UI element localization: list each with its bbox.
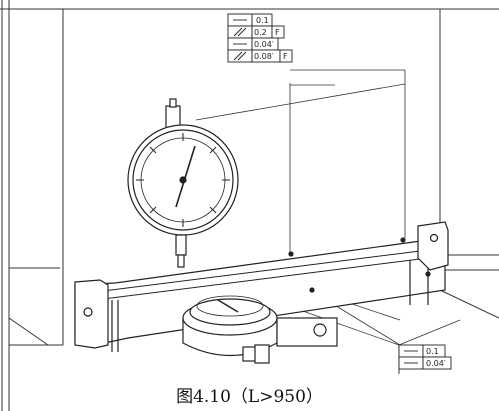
fcf-top-row4-value: 0.08′ [254, 52, 274, 61]
fcf-bottom-row2-value: 0.04′ [426, 359, 446, 368]
fcf-top-row3-value: 0.04′ [254, 40, 274, 49]
tolerance-block-bottom: 0.1 0.04′ [398, 344, 452, 374]
straight-edge [74, 221, 449, 352]
fcf-top-row2-value: 0.2 [254, 28, 267, 37]
dial-indicator-bottom [182, 295, 338, 364]
fcf-top-row4-datum: F [283, 52, 288, 61]
fcf-top-row2-datum: F [275, 28, 280, 37]
fcf-top-row1-value: 0.1 [256, 16, 269, 25]
dial-indicator-top [127, 98, 239, 268]
leader-lines [195, 69, 406, 346]
figure-caption: 图4.10（L>950） [176, 387, 323, 407]
fcf-bottom-row1-value: 0.1 [426, 347, 439, 356]
tolerance-block-top: 0.1 0.2 F 0.04′ 0.08′ F [227, 13, 293, 63]
